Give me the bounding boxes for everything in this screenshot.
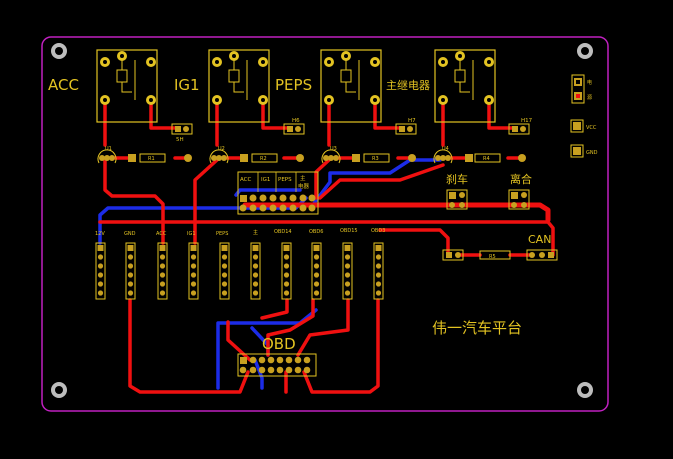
resistor-label-r2: R2 — [260, 156, 267, 162]
header-label-obd6: OBD6 — [309, 229, 323, 235]
vcc-label: VCC — [586, 125, 597, 131]
header-label-obd3: OBD3 — [371, 228, 385, 234]
header-label-peps: H7 — [408, 118, 416, 124]
center-label-main: 主 — [300, 174, 306, 182]
can-connector — [442, 249, 558, 261]
relay-ig1 — [208, 49, 270, 123]
pin-headers — [95, 242, 384, 300]
resistor-label-r1: R1 — [148, 156, 155, 162]
transistor-label-u4: U4 — [442, 146, 449, 152]
center-label-ig1: IG1 — [261, 177, 270, 183]
transistor-label-u3: U3 — [330, 146, 337, 152]
header-label-ig1: H6 — [292, 118, 300, 124]
relay-acc — [96, 49, 158, 123]
mounting-holes — [51, 43, 593, 398]
relay-peps — [320, 49, 382, 123]
center-connector — [237, 171, 319, 215]
resistor-label-r4: R4 — [483, 156, 490, 162]
relay-label-acc: ACC — [48, 76, 79, 94]
obd-label: OBD — [262, 335, 296, 353]
center-label-relay: 电器 — [298, 182, 310, 190]
relay-label-main: 主继电器 — [386, 79, 430, 92]
header-label-obd15: OBD15 — [340, 228, 358, 234]
brake-label: 刹车 — [446, 172, 468, 186]
can-label: CAN — [528, 233, 551, 246]
relay-label-ig1: IG1 — [174, 76, 200, 94]
transistor-row — [97, 149, 526, 164]
transistor-label-u2: U2 — [218, 146, 225, 152]
header-label-obd14: OBD14 — [274, 229, 292, 235]
header-label-gnd: GND — [124, 231, 136, 237]
platform-title: 伟一汽车平台 — [432, 319, 522, 337]
center-label-peps: PEPS — [278, 177, 292, 183]
board-outline — [41, 36, 609, 412]
obd-connector — [237, 353, 317, 377]
relay-main — [434, 49, 496, 123]
header-label-12v: 12V — [95, 231, 105, 237]
header-label-ig12: IG1 — [187, 231, 196, 237]
gnd-label: GND — [586, 150, 598, 156]
brake-clutch-connectors — [446, 189, 530, 210]
clutch-label: 离合 — [510, 172, 532, 186]
power-label-2: 源 — [587, 94, 592, 101]
header-label-peps2: PEPS — [216, 231, 228, 237]
center-label-acc: ACC — [240, 177, 252, 183]
power-connector — [570, 74, 585, 158]
header-label-main: H17 — [521, 118, 533, 124]
header-label-acc: 5H — [176, 137, 184, 143]
relay-label-peps: PEPS — [275, 76, 312, 94]
resistor-label-r5: R5 — [489, 254, 496, 260]
power-label-1: 电 — [587, 79, 592, 86]
header-label-main2: 主 — [253, 229, 258, 236]
resistor-label-r3: R3 — [372, 156, 379, 162]
relay-headers — [171, 123, 530, 135]
top-copper-traces — [98, 98, 555, 394]
transistor-label-u1: U1 — [105, 146, 112, 152]
header-label-acc2: ACC — [156, 231, 167, 237]
